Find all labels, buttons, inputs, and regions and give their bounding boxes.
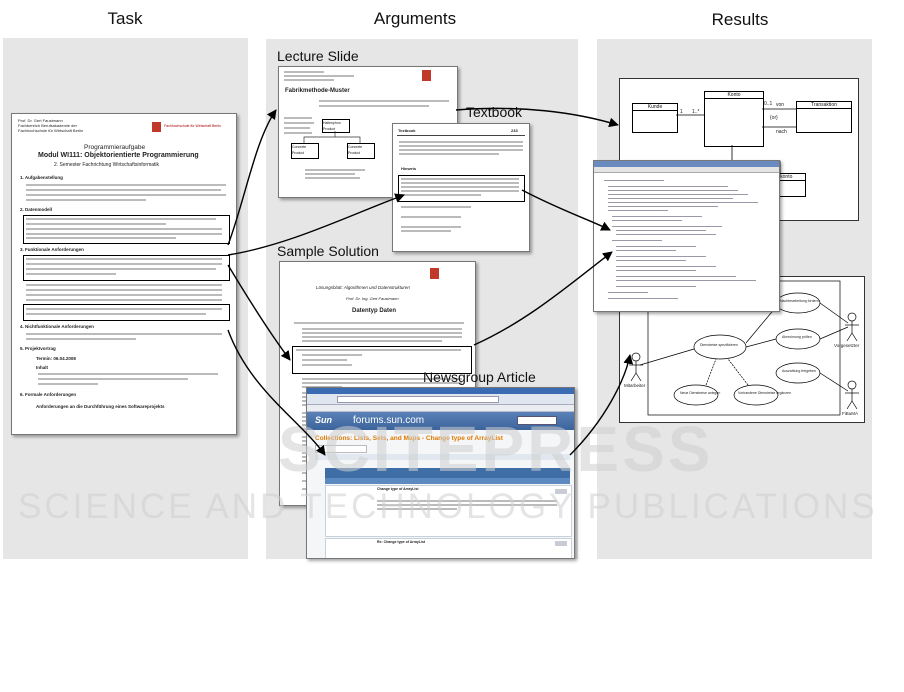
- mult-1: 1: [680, 109, 683, 115]
- code-window-titlebar: [594, 161, 779, 167]
- task-termin: Termin: 06.04.2008: [36, 356, 76, 361]
- usecase-vorhandene: Vorhandene Dienstreise ergänzen: [738, 391, 791, 395]
- address-bar: [337, 396, 499, 403]
- post-header-1: [325, 468, 570, 478]
- heading-arguments: Arguments: [373, 9, 457, 28]
- slide-box-concrete-2: Concrete Product: [347, 143, 375, 159]
- slide-connectors: [303, 131, 361, 143]
- actor-vorgesetzter: Vorgesetzter: [834, 343, 860, 348]
- solution-author: Prof. Dr. Ing. Gert Faustmann: [346, 296, 399, 301]
- task-section-1: 1. Aufgabenstellung: [20, 175, 63, 180]
- code-window-menubar: [594, 167, 779, 173]
- uml-class-transaktion: Transaktion: [796, 101, 852, 133]
- task-logo-text: Fachhochschule für Wirtschaft Berlin: [164, 124, 221, 128]
- uml-class-konto: Konto: [704, 91, 764, 147]
- label-textbook: Textbook: [466, 104, 523, 120]
- breadcrumb-bar: [315, 454, 570, 460]
- post-title: Change type of ArrayList: [377, 487, 419, 491]
- slide-title: Fabrikmethode-Muster: [285, 88, 350, 94]
- site-search-box: [517, 416, 557, 425]
- task-inhalt: Inhalt: [36, 365, 48, 370]
- reply-title: Re: Change type of ArrayList: [377, 540, 426, 544]
- slide-box-concrete-1: Concrete Product: [291, 143, 319, 159]
- code-window-document: [593, 160, 780, 312]
- browser-titlebar: [307, 388, 574, 394]
- task-school: Fachhochschule für Wirtschaft Berlin: [18, 128, 84, 133]
- solution-subtitle: Lösungsblatt: Algorithmen und Datenstruk…: [316, 285, 410, 290]
- task-title-2: Modul WI111: Objektorientierte Programmi…: [38, 152, 199, 159]
- textbook-hinweis: Hinweis: [401, 166, 417, 171]
- thread-title: Collections: Lists, Sets, and Maps - Cha…: [315, 435, 503, 442]
- task-section-6: 6. Formale Anforderungen: [20, 392, 77, 397]
- task-section-3: 3. Funktionale Anforderungen: [20, 247, 84, 252]
- solution-logo-icon: [430, 268, 439, 279]
- task-section-4: 4. Nichtfunktionale Anforderungen: [20, 324, 94, 329]
- site-logo: Sun: [315, 415, 332, 425]
- task-title-1: Programmieraufgabe: [84, 144, 146, 151]
- usecase-auszahlung: Auszahlung freigeben: [782, 369, 816, 373]
- mult-2: 1..*: [692, 109, 700, 115]
- assoc-von: von: [776, 102, 785, 108]
- browser-tabs: [307, 405, 574, 412]
- textbook-heading: Textbook: [398, 128, 416, 133]
- task-title-3: 2. Semester Fachrichtung Wirtschaftsinfo…: [54, 162, 160, 168]
- site-header: [307, 412, 574, 430]
- slide-logo-icon: [422, 70, 431, 81]
- textbook-document: Textbook 233 Hinweis: [392, 123, 530, 252]
- task-dept: Fachbereich Berufsakademie der: [18, 123, 77, 128]
- solution-title: Datentyp Daten: [352, 308, 397, 314]
- newsgroup-document: Sun forums.sun.com Collections: Lists, S…: [306, 387, 575, 559]
- post-reply-button[interactable]: [555, 489, 567, 494]
- mult-3: 0..1: [764, 101, 773, 107]
- task-author: Prof. Dr. Gert Faustmann: [18, 118, 63, 123]
- actor-mitarbeiter: Mitarbeiter: [624, 383, 646, 388]
- slide-box-product: Hallenphon Product: [322, 119, 350, 133]
- task-section-5: 5. Projektvortrag: [20, 346, 56, 351]
- uml-class-kunde: Kunde: [632, 103, 678, 133]
- usecase-dienstreise: Dienstreise spezifizieren: [700, 343, 738, 347]
- post-subheader-1: [325, 478, 570, 484]
- assoc-or: {or}: [770, 115, 778, 121]
- school-logo-icon: [152, 122, 161, 132]
- thread-nav-bar: [315, 445, 367, 453]
- task-section-6a: Anforderungen an die Durchführung eines …: [36, 404, 165, 409]
- assoc-nach: nach: [776, 129, 787, 135]
- class-associations: [676, 108, 796, 173]
- actor-fibuma: FiBuMA: [842, 411, 859, 416]
- heading-results: Results: [711, 10, 769, 29]
- label-lecture-slide: Lecture Slide: [277, 48, 359, 64]
- task-document: Prof. Dr. Gert Faustmann Fachbereich Ber…: [11, 113, 237, 435]
- usecase-neue: Neue Dienstreise anlegen: [680, 391, 721, 395]
- label-newsgroup-article: Newsgroup Article: [423, 369, 536, 385]
- post-body-2: [325, 538, 572, 558]
- post-body-1: [325, 485, 572, 537]
- code-editor: [598, 174, 776, 308]
- task-section-2: 2. Datenmodell: [20, 207, 53, 212]
- usecase-abrechnung: Abrechnung prüfen: [782, 335, 812, 339]
- heading-task: Task: [107, 9, 143, 28]
- textbook-page: 233: [511, 128, 518, 133]
- label-sample-solution: Sample Solution: [277, 243, 379, 259]
- site-name: forums.sun.com: [353, 415, 425, 426]
- usecase-nachbearbeitung: Nachbearbeitung fordern: [780, 299, 819, 303]
- highlight-textbook: [398, 175, 525, 202]
- reply-button[interactable]: [555, 541, 567, 546]
